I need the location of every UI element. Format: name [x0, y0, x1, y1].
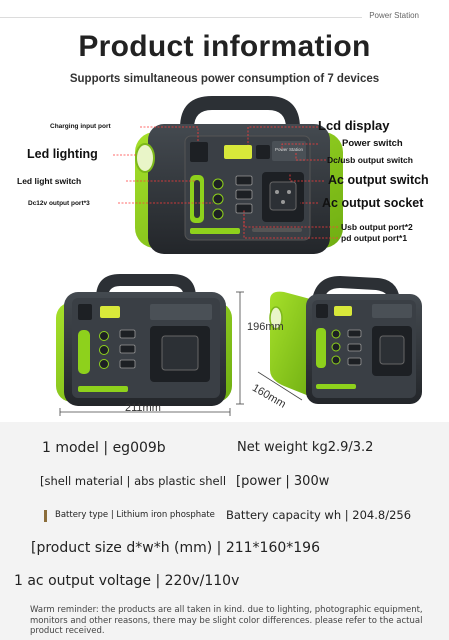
page-title: Product information: [78, 30, 371, 63]
angled-device-right: [269, 276, 422, 404]
callout-lines: [113, 126, 338, 239]
product-illustration: Power Station: [56, 96, 422, 416]
spec-net-weight: Net weight kg2.9/3.2: [237, 440, 374, 455]
spec-battery-type: Battery type | Lithium iron phosphate: [55, 510, 215, 520]
panel-brand-label: Power Station: [275, 147, 304, 152]
spec-product-size: [product size d*w*h (mm) | 211*160*196: [31, 540, 320, 556]
callout-usb-output-port: Usb output port*2: [341, 222, 413, 232]
spec-power: [power | 300w: [236, 474, 330, 489]
callout-dc-usb-output-switch: Dc/usb output switch: [327, 155, 413, 165]
specs-panel: 1 model | eg009b Net weight kg2.9/3.2 [s…: [0, 422, 449, 640]
callout-power-switch: Power switch: [342, 138, 403, 149]
page-subtitle: Supports simultaneous power consumption …: [69, 73, 380, 85]
callout-led-lighting: Led lighting: [27, 147, 98, 161]
warm-reminder: Warm reminder: the products are all take…: [30, 605, 423, 636]
callout-lcd-display: Lcd display: [318, 118, 390, 133]
dimension-height: 196mm: [247, 321, 284, 333]
front-device-left: [56, 274, 232, 406]
battery-type-marker: [44, 510, 47, 522]
callout-pd-output-port: pd output port*1: [341, 233, 408, 243]
dimension-lines: [59, 291, 303, 416]
header-tag: Power Station: [369, 11, 419, 20]
callout-dc12v-output-port: Dc12v output port*3: [28, 200, 90, 207]
main-device: Power Station: [135, 96, 343, 254]
spec-ac-output-voltage: 1 ac output voltage | 220v/110v: [14, 573, 240, 589]
spec-battery-capacity: Battery capacity wh | 204.8/256: [226, 508, 412, 522]
spec-shell-material: [shell material | abs plastic shell: [40, 474, 227, 488]
header-rule: [0, 17, 362, 18]
spec-model: 1 model | eg009b: [42, 440, 166, 456]
callout-led-light-switch: Led light switch: [17, 176, 82, 186]
dimension-width: 211mm: [125, 402, 161, 414]
callout-ac-output-switch: Ac output switch: [328, 173, 429, 187]
callout-ac-output-socket: Ac output socket: [322, 196, 424, 210]
callout-charging-input-port: Charging input port: [50, 123, 111, 130]
